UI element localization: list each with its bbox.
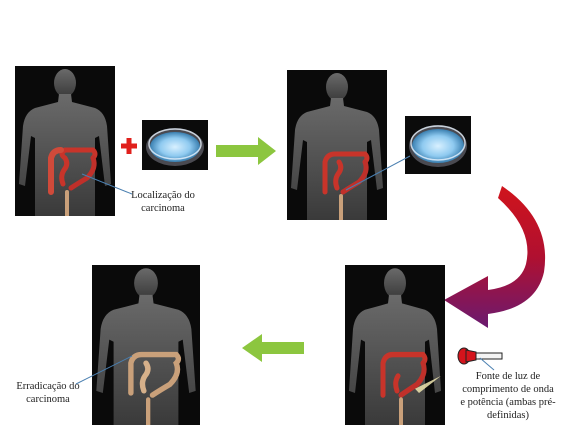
arrow-left-icon — [242, 334, 304, 362]
patient-panel-light-irradiation — [345, 265, 445, 425]
plus-icon — [121, 138, 137, 154]
pointer-line-4 — [479, 357, 495, 371]
petri-dish-photosensitizer-2 — [405, 116, 471, 174]
arrow-right-icon — [216, 137, 276, 165]
patient-panel-photosensitizer-applied — [287, 70, 387, 220]
pointer-line-2 — [345, 155, 411, 191]
colon-healthy — [128, 351, 182, 425]
pointer-line — [81, 173, 133, 195]
petri-dish-photosensitizer — [142, 120, 208, 170]
eradication-label: Erradicação do carcinoma — [16, 381, 80, 405]
colon-tumor — [380, 351, 428, 425]
light-beam — [415, 375, 441, 393]
patient-panel-carcinoma-eradicated — [92, 265, 200, 425]
carcinoma-location-label: Localização do carcinoma — [131, 190, 195, 214]
colon-tumor — [48, 147, 98, 216]
flashlight-icon — [457, 347, 503, 365]
light-source-label: Fonte de luz de comprimento de onda e po… — [460, 371, 556, 421]
pointer-line-3 — [75, 355, 133, 385]
patient-panel-carcinoma-location — [15, 66, 115, 216]
curved-arrow-icon — [444, 186, 546, 328]
